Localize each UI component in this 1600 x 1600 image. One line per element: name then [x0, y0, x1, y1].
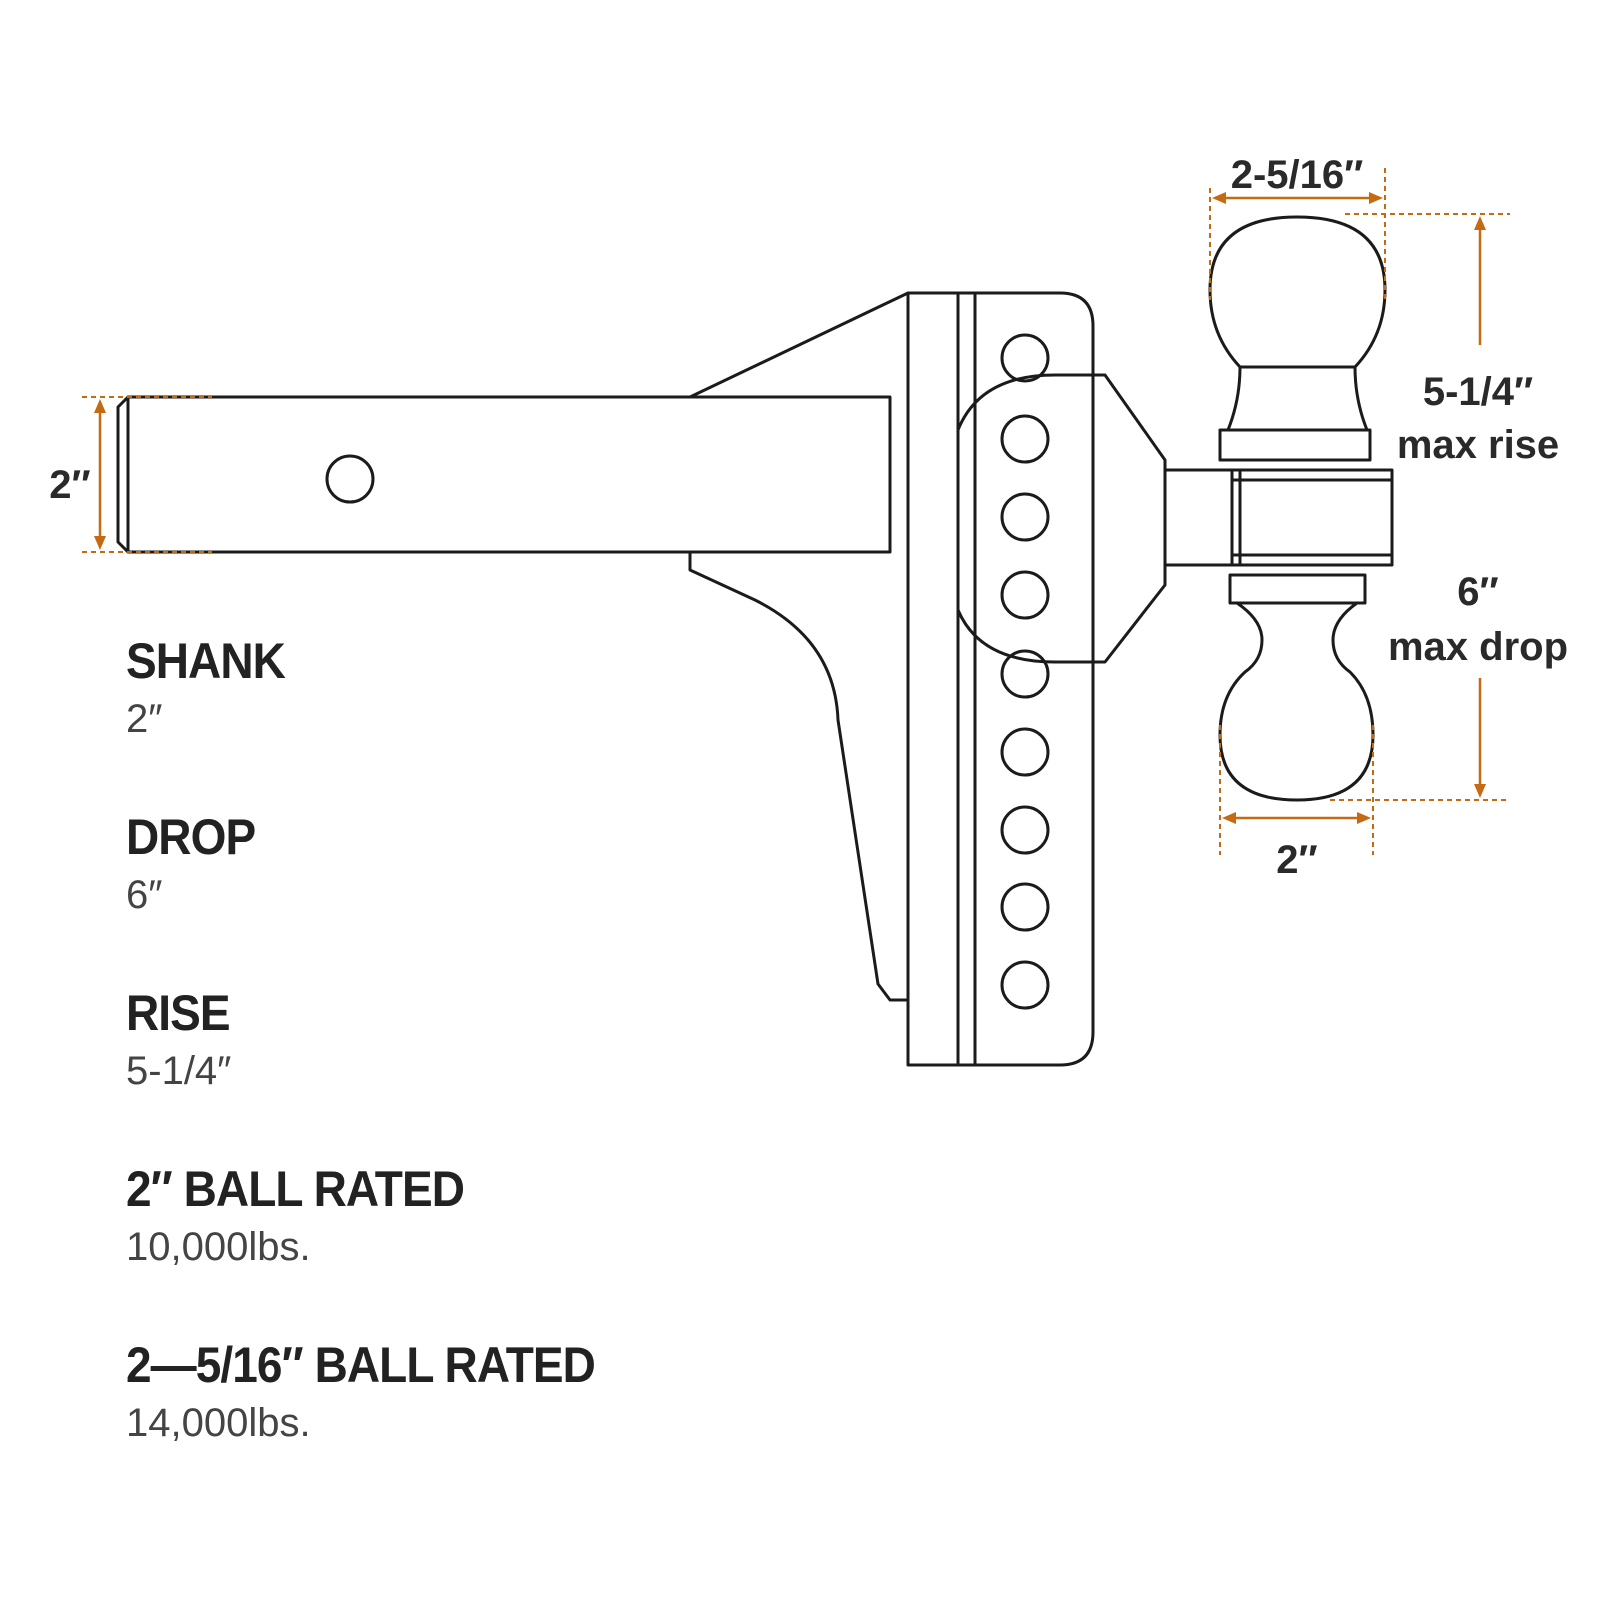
rise-dimension-caption: max rise: [1397, 423, 1559, 467]
top-hitch-ball: [1208, 215, 1387, 462]
ball-mount-head: [956, 373, 1394, 664]
spec-value: 6″: [126, 873, 163, 917]
spec-value: 5-1/4″: [126, 1049, 232, 1093]
top-ball-dimension-label: 2-5/16″: [1231, 153, 1364, 197]
shank-dimension: 2″: [49, 396, 212, 553]
adjustment-hole: [1000, 570, 1050, 620]
spec-shank: SHANK 2″: [126, 630, 826, 746]
adjustment-hole: [1000, 960, 1050, 1010]
bottom-ball-dimension: 2″: [1219, 725, 1374, 882]
shank-pin-hole: [325, 454, 375, 504]
support-gusset: [688, 291, 910, 1002]
spec-label: 2″ BALL RATED: [126, 1161, 465, 1217]
drop-dimension: 6″ max drop: [1330, 570, 1568, 801]
bottom-ball-dimension-label: 2″: [1276, 838, 1317, 882]
spec-label: SHANK: [126, 633, 286, 689]
adjustment-hole: [1000, 649, 1050, 699]
spec-label: RISE: [126, 985, 231, 1041]
adjustment-hole: [1000, 492, 1050, 542]
spec-label: DROP: [126, 809, 256, 865]
bottom-hitch-ball: [1218, 573, 1375, 802]
spec-list: SHANK 2″ DROP 6″ RISE 5-1/4″ 2″ BALL RAT…: [126, 630, 826, 1510]
adjustment-hole: [1000, 333, 1050, 383]
adjustment-hole: [1000, 882, 1050, 932]
drop-dimension-caption: max drop: [1388, 625, 1568, 669]
drop-bar: [906, 291, 1095, 1067]
rise-dimension-value: 5-1/4″: [1423, 370, 1533, 414]
adjustment-hole: [1000, 414, 1050, 464]
spec-rise: RISE 5-1/4″: [126, 982, 826, 1098]
adjustment-hole: [1000, 805, 1050, 855]
spec-2-5-16in-ball-rating: 2—5/16″ BALL RATED 14,000lbs.: [126, 1334, 826, 1450]
shank-dimension-label: 2″: [49, 463, 90, 507]
spec-value: 10,000lbs.: [126, 1225, 311, 1269]
top-ball-dimension: 2-5/16″: [1209, 153, 1386, 300]
shank: [116, 395, 892, 554]
spec-value: 14,000lbs.: [126, 1401, 311, 1445]
drop-dimension-value: 6″: [1457, 570, 1498, 614]
spec-value: 2″: [126, 697, 163, 741]
spec-label: 2—5/16″ BALL RATED: [126, 1337, 596, 1393]
adjustment-hole: [1000, 727, 1050, 777]
spec-drop: DROP 6″: [126, 806, 826, 922]
rise-dimension: 5-1/4″ max rise: [1345, 213, 1559, 467]
spec-2in-ball-rating: 2″ BALL RATED 10,000lbs.: [126, 1158, 826, 1274]
